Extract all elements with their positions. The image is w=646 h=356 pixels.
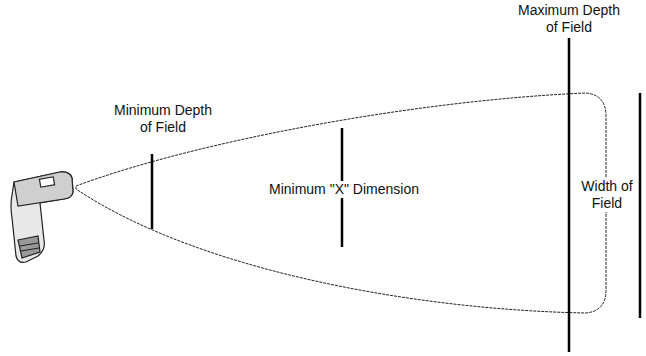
scan-field [76, 93, 606, 313]
depth-label: Minimum Depth of Field [105, 102, 221, 136]
depth-label: Maximum Depth of Field [511, 2, 627, 36]
min-depth-line [151, 154, 154, 229]
dimension-label: Minimum "X" Dimension [247, 181, 441, 198]
width-line [639, 93, 642, 318]
max-depth-line [568, 38, 571, 352]
width-label: Width of Field [576, 178, 638, 212]
scanner-gun [11, 172, 73, 263]
